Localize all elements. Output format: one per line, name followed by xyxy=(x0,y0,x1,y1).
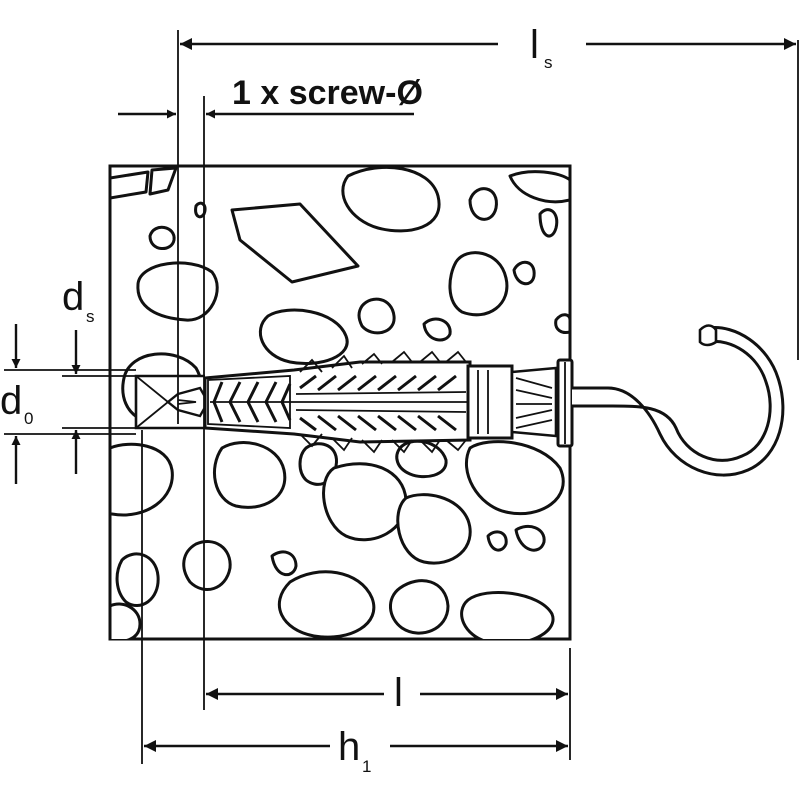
nylon-dowel xyxy=(203,350,472,454)
label-h1: h xyxy=(338,725,360,769)
label-ls-subscript: s xyxy=(544,53,553,72)
label-h1-subscript: 1 xyxy=(362,757,371,776)
washer xyxy=(556,358,574,448)
label-screw-diameter: 1 x screw-Ø xyxy=(232,74,423,112)
screw-hook xyxy=(572,324,785,477)
dimension-screw-diameter: 1 x screw-Ø xyxy=(118,74,423,710)
label-d0: d xyxy=(0,379,22,423)
dowel-collar xyxy=(466,364,558,440)
label-ls: l xyxy=(530,23,539,67)
label-d0-subscript: 0 xyxy=(24,409,33,428)
dimension-ds: d s xyxy=(62,275,200,474)
dimension-d0: d 0 xyxy=(0,324,136,484)
dimension-h1: h 1 xyxy=(141,430,568,776)
dimension-ls: l s xyxy=(177,23,799,424)
label-l: l xyxy=(394,671,403,715)
label-ds-subscript: s xyxy=(86,307,95,326)
dimension-l: l xyxy=(206,648,571,760)
label-ds: d xyxy=(62,275,84,319)
